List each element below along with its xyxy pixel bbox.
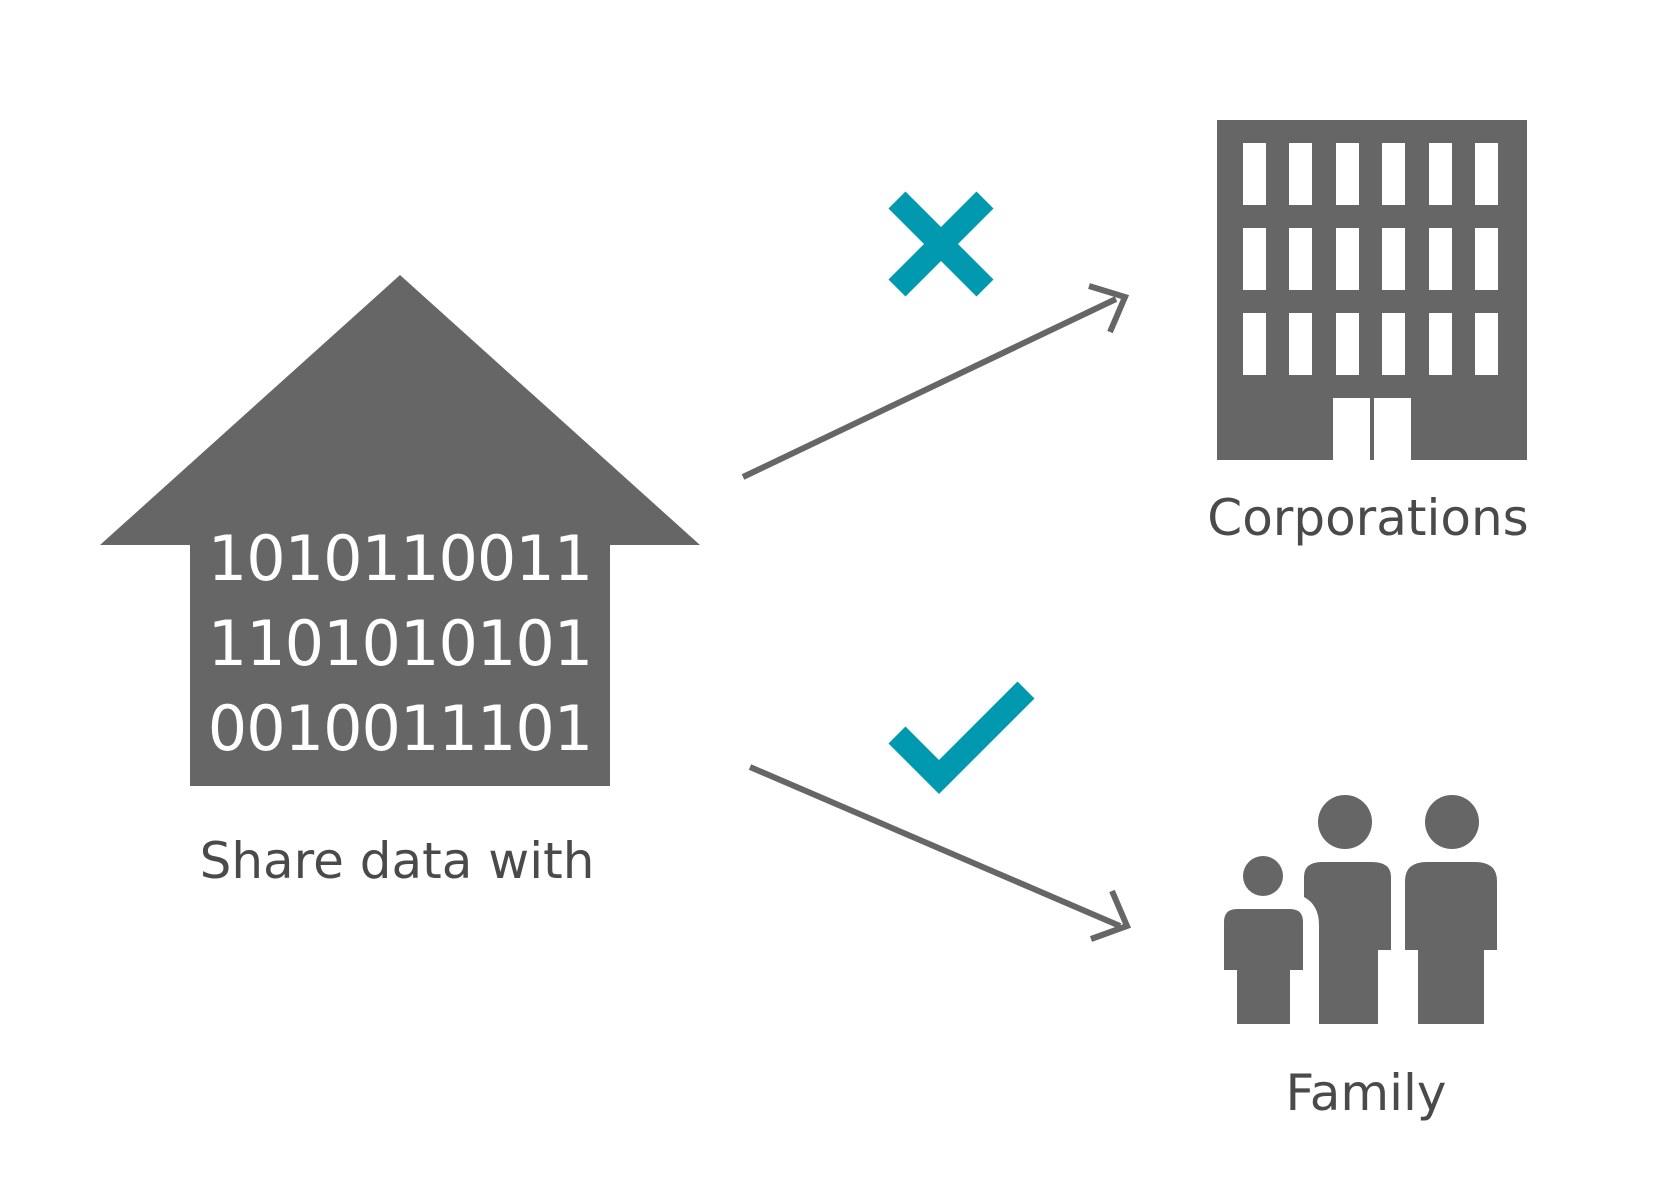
building-window xyxy=(1475,313,1498,375)
building-icon xyxy=(1217,120,1527,460)
child-body xyxy=(1224,909,1303,1024)
building-window xyxy=(1475,228,1498,290)
corporations-label: Corporations xyxy=(1207,489,1528,547)
house-shape xyxy=(100,275,700,786)
building-window xyxy=(1289,313,1312,375)
house-icon: 1010110011 1101010101 0010011101 xyxy=(100,275,700,786)
arrow-to-family xyxy=(748,764,1132,942)
family-label: Family xyxy=(1286,1064,1447,1122)
building-window xyxy=(1336,228,1359,290)
building-window xyxy=(1289,143,1312,205)
adult-2-head xyxy=(1425,795,1479,849)
binary-line-2: 1101010101 xyxy=(208,607,592,680)
building-window xyxy=(1382,143,1405,205)
building-window xyxy=(1243,228,1266,290)
building-door-divider xyxy=(1370,398,1374,460)
arrow-to-corporations xyxy=(741,283,1130,480)
adult-1-body xyxy=(1304,862,1391,1024)
building-window xyxy=(1429,228,1452,290)
building-window xyxy=(1429,313,1452,375)
binary-line-1: 1010110011 xyxy=(208,522,592,595)
adult-2-body xyxy=(1405,862,1497,1024)
family-icon xyxy=(1224,795,1497,1024)
building-window xyxy=(1243,143,1266,205)
house-label: Share data with xyxy=(200,832,595,890)
child-head xyxy=(1243,856,1283,896)
binary-line-3: 0010011101 xyxy=(208,692,592,765)
cross-icon xyxy=(888,191,994,297)
building-window xyxy=(1382,313,1405,375)
check-icon xyxy=(888,681,1035,794)
building-window xyxy=(1243,313,1266,375)
building-window xyxy=(1336,143,1359,205)
building-window xyxy=(1382,228,1405,290)
building-window xyxy=(1475,143,1498,205)
building-window xyxy=(1336,313,1359,375)
building-windows xyxy=(1243,143,1498,375)
building-window xyxy=(1289,228,1312,290)
adult-1-head xyxy=(1318,795,1372,849)
building-window xyxy=(1429,143,1452,205)
